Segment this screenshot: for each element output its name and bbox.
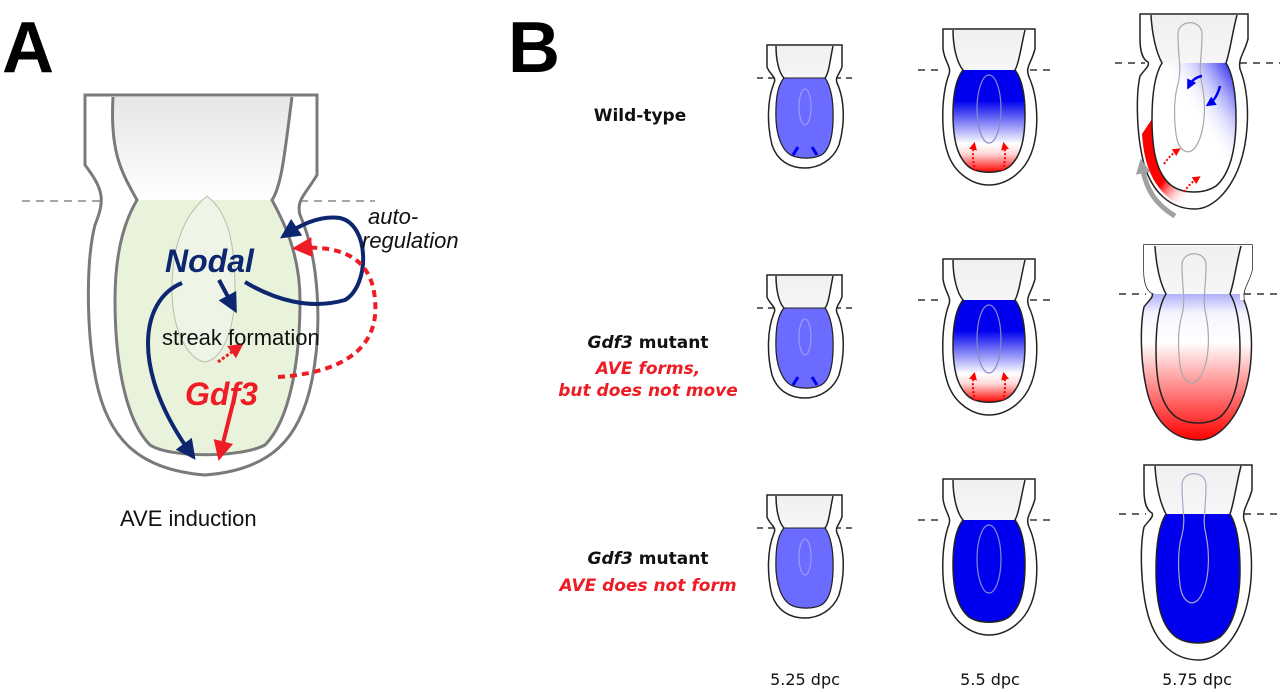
embryo-wt-5-75 — [1115, 13, 1280, 219]
dve-arrow-blue — [1187, 74, 1203, 90]
row-label-text: mutant — [632, 333, 709, 353]
epiblast-fill — [775, 77, 834, 159]
autoregulation-label-line2: regulation — [362, 228, 459, 253]
nodal-label: Nodal — [165, 243, 255, 279]
extraembryonic-region — [112, 97, 292, 200]
ave-migration-arrow — [1135, 158, 1177, 219]
embryo-wt-5-5 — [918, 28, 1056, 186]
proamniotic-cavity — [798, 318, 812, 356]
panel-b-letter: B — [508, 8, 560, 88]
ave-arrow-left — [791, 376, 800, 386]
proamniotic-cavity — [1173, 22, 1205, 153]
epiblast-fill — [1156, 514, 1240, 643]
embryo-mut1-5-25 — [756, 274, 853, 399]
subtitle-line: AVE forms, — [595, 359, 701, 379]
epiblast-fill — [775, 527, 834, 609]
stage-label-5-5: 5.5 dpc — [960, 670, 1020, 689]
embryo-mut2-5-75 — [1119, 464, 1280, 661]
embryo-mut1-5-5 — [918, 258, 1056, 416]
proamniotic-cavity — [976, 74, 1002, 144]
row-label-wild-type: Wild-type — [510, 106, 770, 126]
nodal-to-streak-arrow — [217, 279, 237, 314]
gene-name: Gdf3 — [587, 333, 633, 353]
gene-name: Gdf3 — [587, 549, 633, 569]
proamniotic-cavity — [1177, 473, 1209, 604]
ave-signal-arrow-left — [969, 141, 977, 172]
gdf3-to-nodal-arrow — [277, 237, 378, 379]
panel-a-diagram: Nodal streak formation Gdf3 auto- regula… — [22, 93, 459, 531]
stage-label-5-75: 5.75 dpc — [1162, 670, 1232, 689]
proamniotic-cavity — [798, 88, 812, 126]
row-label-gdf3-mutant-1: Gdf3 mutant — [518, 333, 778, 353]
row-subtitle-ave-forms: AVE forms, but does not move — [518, 358, 778, 402]
proamniotic-cavity — [976, 304, 1002, 374]
embryo-mut1-5-75 — [1119, 244, 1280, 441]
ave-arrow-right — [810, 376, 819, 386]
panel-a-letter: A — [2, 8, 54, 88]
ave-arrow-left — [791, 146, 800, 156]
embryo-inner-wall — [110, 96, 302, 457]
ave-signal-arrow-left — [969, 371, 977, 402]
autoregulation-label-line1: auto- — [368, 204, 418, 229]
ave-signal-arrow-right — [1001, 371, 1009, 402]
nodal-to-ave-arrow — [146, 281, 196, 460]
gdf3-label: Gdf3 — [185, 376, 258, 412]
gdf3-to-ave-arrow — [213, 402, 235, 461]
row-label-text: mutant — [632, 549, 709, 569]
row-label-text: Wild-type — [593, 106, 687, 126]
embryo-mut2-5-25 — [756, 494, 853, 619]
ave-red-fill — [1142, 119, 1228, 207]
epiblast-fill — [775, 307, 834, 389]
proamniotic-cavity — [1177, 253, 1209, 384]
ave-signal-arrow — [1183, 176, 1201, 193]
subtitle-line: AVE does not form — [559, 576, 737, 596]
proamniotic-cavity — [171, 195, 236, 363]
ave-induction-label: AVE induction — [120, 506, 257, 531]
streak-formation-label: streak formation — [162, 325, 320, 350]
proamniotic-cavity — [798, 538, 812, 576]
epiblast-fill — [953, 520, 1025, 623]
epiblast-fill — [953, 300, 1025, 403]
ave-signal-arrow-right — [1001, 141, 1009, 172]
proamniotic-cavity — [976, 524, 1002, 594]
subtitle-line: but does not move — [558, 381, 738, 401]
ave-signal-arrow — [1163, 148, 1181, 165]
dve-arrow-blue — [1205, 85, 1222, 107]
row-label-gdf3-mutant-2: Gdf3 mutant — [518, 549, 778, 569]
embryo-mut2-5-5 — [918, 478, 1056, 636]
ave-arrow-right — [810, 146, 819, 156]
row-subtitle-ave-not-form: AVE does not form — [518, 575, 778, 597]
stage-label-5-25: 5.25 dpc — [770, 670, 840, 689]
epiblast-fill — [953, 70, 1025, 173]
gdf3-to-streak-arrow — [217, 343, 244, 364]
embryo-wt-5-25 — [756, 44, 853, 169]
nodal-autoregulation-arrow — [243, 215, 366, 306]
